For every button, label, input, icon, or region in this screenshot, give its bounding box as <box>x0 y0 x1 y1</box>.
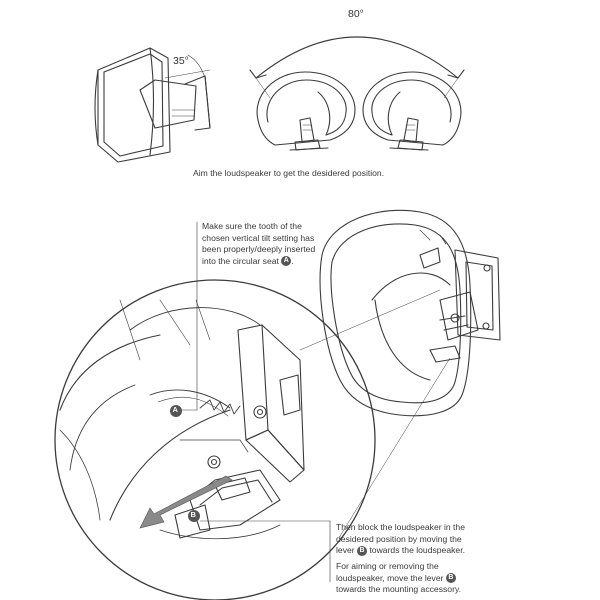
note-tooth-line4: into the circular seat <box>202 255 279 266</box>
lever-direction-arrow <box>139 475 233 529</box>
angle-label-35: 35° <box>173 55 189 67</box>
note-block-line1: Then block the loudspeaker in the <box>336 522 465 532</box>
note-block-line3-prefix: lever <box>336 545 355 555</box>
caption-aim: Aim the loudspeaker to get the desidered… <box>193 168 385 178</box>
note-block: Then block the loudspeaker in the deside… <box>336 522 486 557</box>
note-remove-line2-row: loudspeaker, move the lever B <box>336 573 486 585</box>
note-block-line2: desidered position by moving the <box>336 533 462 544</box>
speaker-rotated-left <box>256 71 356 151</box>
callout-b-label: B <box>190 510 196 519</box>
callout-marker-a <box>170 405 182 417</box>
callout-marker-b <box>188 510 200 522</box>
marker-b-icon: B <box>357 545 368 556</box>
note-remove-line1: For aiming or removing the <box>336 561 439 571</box>
speaker-with-bracket <box>319 209 501 417</box>
note-tooth-line4-row: into the circular seat A. <box>202 255 294 267</box>
note-tooth: Make sure the tooth of the chosen vertic… <box>202 221 322 267</box>
angle-label-80: 80° <box>348 8 364 20</box>
note-block-line3-suffix: towards the loudspeaker. <box>369 545 465 555</box>
leader-lines <box>177 221 331 583</box>
note-tooth-line3: been properly/deeply inserted <box>202 244 316 254</box>
note-remove-line3: towards the mounting accessory. <box>336 584 461 594</box>
marker-b-icon: B <box>445 573 456 584</box>
callout-a-label: A <box>172 405 178 414</box>
tilted-speaker-side-view <box>94 47 211 163</box>
note-block-line3-row: lever B towards the loudspeaker. <box>336 545 486 557</box>
note-remove-line2-prefix: loudspeaker, move the lever <box>336 572 444 583</box>
marker-a-icon: A <box>281 256 292 267</box>
note-remove: For aiming or removing the loudspeaker, … <box>336 561 486 596</box>
note-tooth-line2: chosen vertical tilt setting has <box>202 232 315 243</box>
rotation-arc-80 <box>249 36 465 99</box>
note-tooth-line1: Make sure the tooth of the <box>202 221 302 231</box>
speaker-rotated-right <box>362 71 462 151</box>
detail-magnifier <box>54 279 451 600</box>
